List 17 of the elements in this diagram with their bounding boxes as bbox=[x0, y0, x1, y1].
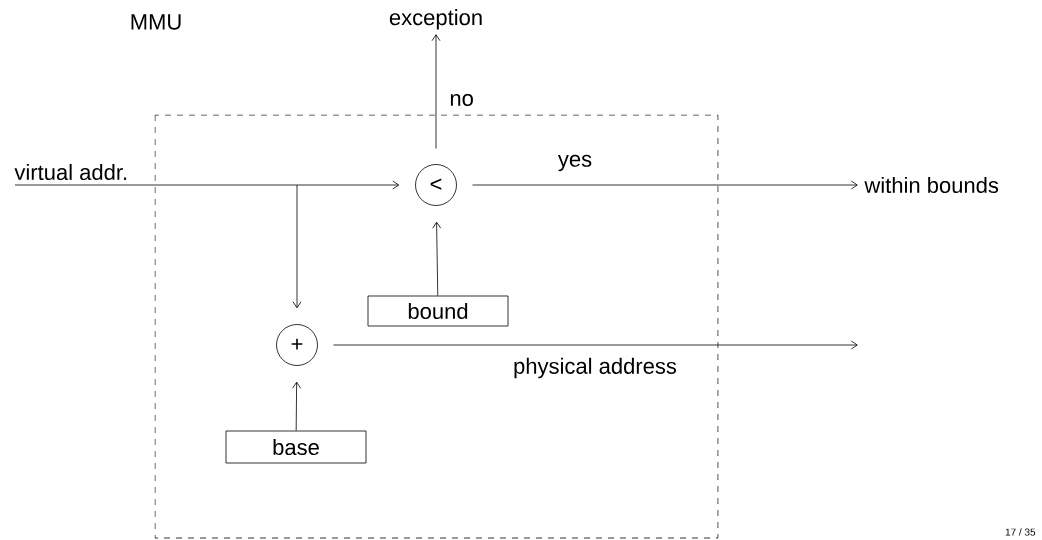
arrow bbox=[14, 180, 400, 190]
arrow bbox=[472, 180, 858, 190]
edge-label: physical address bbox=[511, 355, 679, 381]
arrow bbox=[432, 221, 442, 296]
edge-label: no bbox=[447, 92, 476, 109]
page-number: 17 / 35 bbox=[1005, 528, 1036, 536]
arrow bbox=[292, 184, 302, 309]
edge-label: yes bbox=[555, 152, 595, 174]
register-box: bound bbox=[367, 295, 509, 327]
edge-label: virtual addr. bbox=[12, 161, 131, 183]
output-label: within bounds bbox=[864, 176, 999, 194]
register-box: base bbox=[225, 430, 367, 464]
output-label: exception bbox=[389, 9, 482, 30]
arrow bbox=[431, 34, 441, 149]
arrow bbox=[333, 340, 858, 350]
node-label: MMU bbox=[131, 14, 181, 30]
arrow bbox=[292, 381, 301, 431]
